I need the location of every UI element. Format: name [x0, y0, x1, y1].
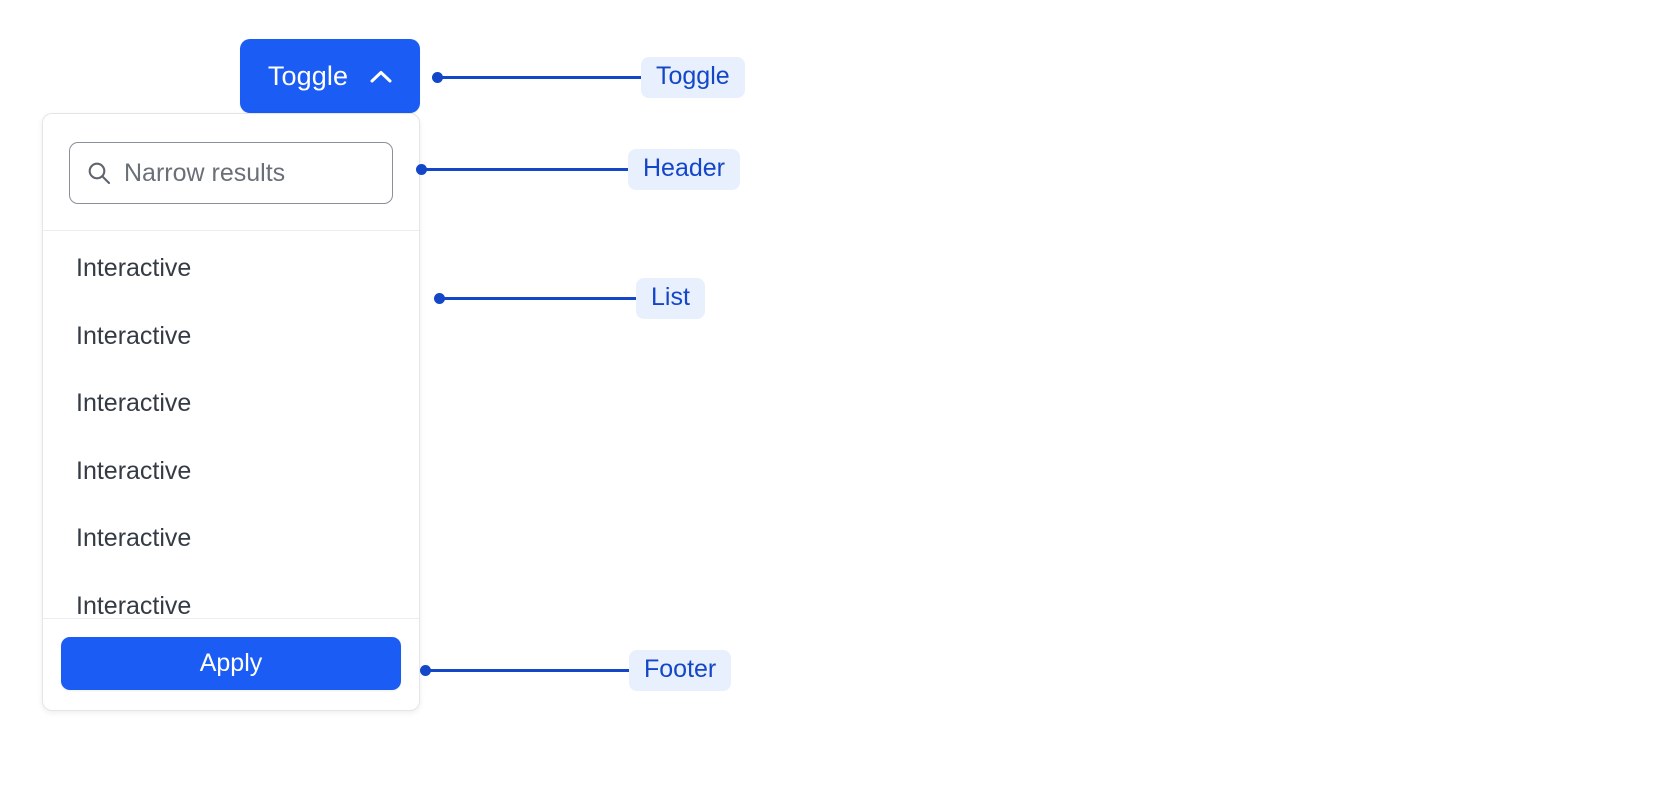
- list-item[interactable]: Interactive: [43, 235, 419, 303]
- chevron-up-icon: [370, 70, 392, 83]
- dropdown-header: [43, 114, 419, 231]
- apply-button[interactable]: Apply: [61, 637, 401, 690]
- list-item[interactable]: Interactive: [43, 505, 419, 573]
- list-item-label: Interactive: [76, 591, 192, 618]
- annotation-dot: [432, 71, 443, 83]
- list-item-label: Interactive: [76, 389, 192, 418]
- dropdown-list[interactable]: Interactive Interactive Interactive Inte…: [43, 231, 419, 618]
- annotation-line: [426, 167, 629, 171]
- list-item[interactable]: Interactive: [43, 370, 419, 438]
- annotation-line: [442, 75, 642, 79]
- toggle-button[interactable]: Toggle: [240, 39, 420, 113]
- annotation-dot: [416, 163, 427, 175]
- list-item-label: Interactive: [76, 524, 192, 553]
- toggle-button-label: Toggle: [267, 60, 349, 91]
- annotation-label: Footer: [629, 649, 732, 691]
- list-item-label: Interactive: [76, 321, 192, 350]
- search-icon: [86, 160, 124, 186]
- list-item-label: Interactive: [76, 456, 192, 485]
- list-item-label: Interactive: [76, 254, 192, 283]
- list-item[interactable]: Interactive: [43, 303, 419, 371]
- annotation-label: List: [636, 277, 705, 319]
- search-field[interactable]: [69, 142, 393, 204]
- annotation-dot: [434, 292, 445, 304]
- search-input[interactable]: [124, 158, 376, 188]
- annotation-line: [430, 668, 630, 672]
- list-item[interactable]: Interactive: [43, 438, 419, 506]
- annotation-label: Toggle: [641, 56, 745, 98]
- dropdown-footer: Apply: [43, 618, 419, 710]
- annotation-label: Header: [628, 148, 740, 190]
- dropdown-panel: Interactive Interactive Interactive Inte…: [42, 113, 420, 711]
- list-item[interactable]: Interactive: [43, 573, 419, 618]
- annotation-dot: [420, 664, 431, 676]
- annotation-line: [444, 296, 637, 300]
